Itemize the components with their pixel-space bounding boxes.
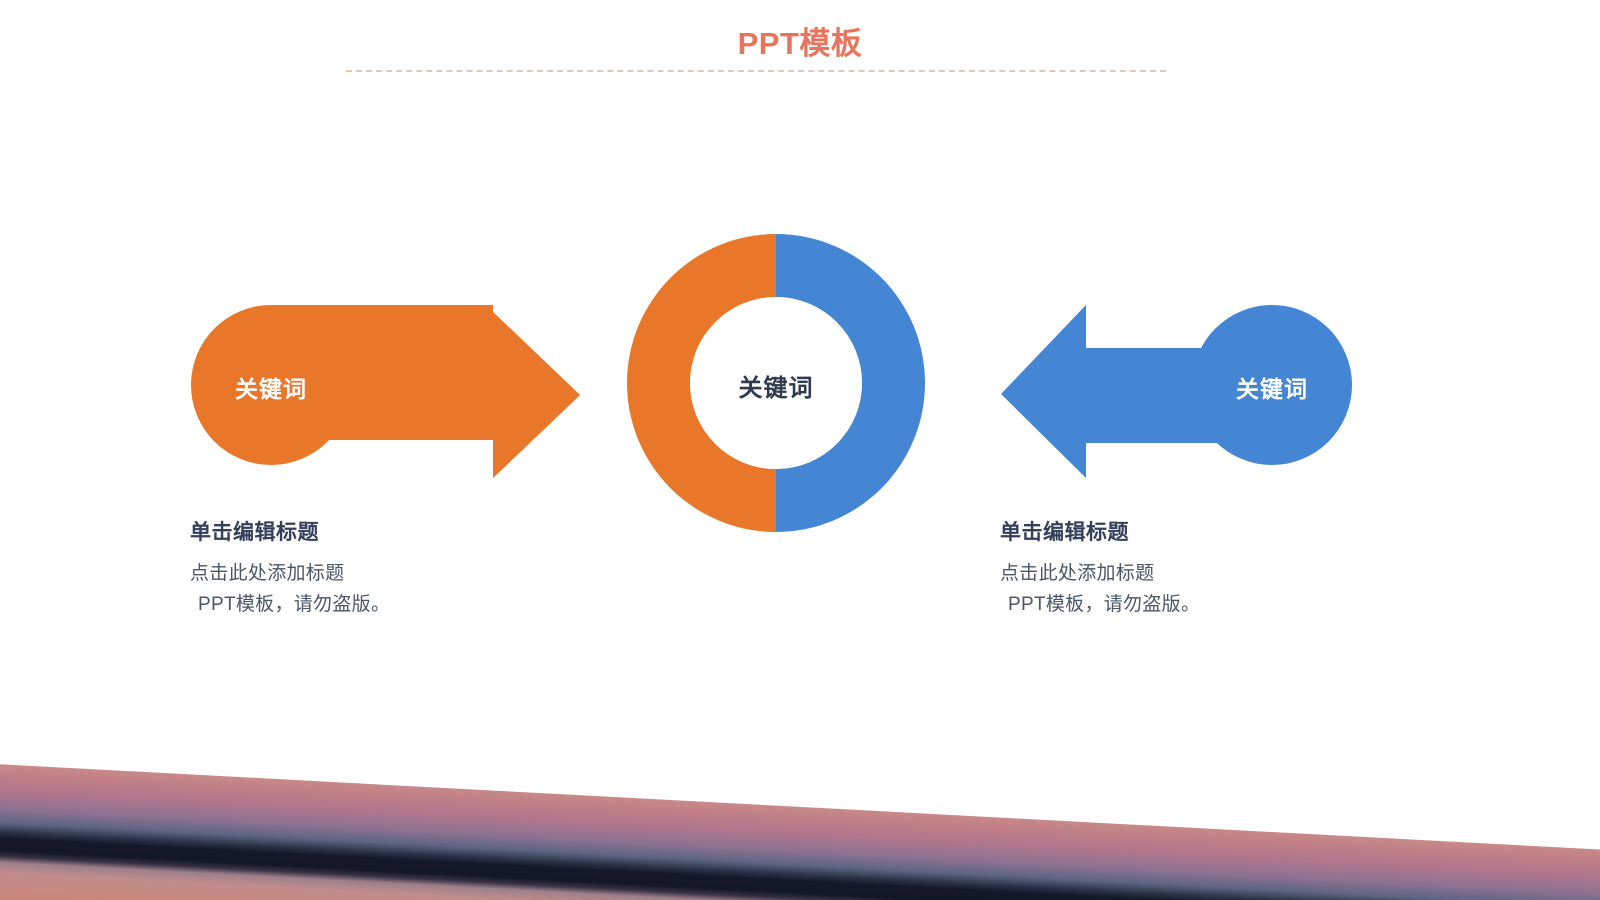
right-node-label: 关键词 <box>1236 376 1308 402</box>
arrow-right-head <box>493 312 580 478</box>
caption-block-right: 单击编辑标题 点击此处添加标题 PPT模板，请勿盗版。 <box>1000 518 1430 620</box>
sunset-landscape-image <box>0 760 1600 900</box>
left-node-label: 关键词 <box>235 376 307 402</box>
caption-block-left: 单击编辑标题 点击此处添加标题 PPT模板，请勿盗版。 <box>190 518 620 620</box>
caption-left-line2: PPT模板，请勿盗版。 <box>198 594 391 615</box>
donut-segment-left <box>627 234 776 532</box>
donut-segment-right <box>776 234 925 532</box>
caption-right-line1: 点击此处添加标题 <box>1000 563 1155 584</box>
title-area: PPT模板 <box>0 0 1600 90</box>
center-donut-chart[interactable] <box>627 234 925 532</box>
title-divider <box>346 70 1166 72</box>
caption-right-heading: 单击编辑标题 <box>1000 521 1129 544</box>
caption-right-line2: PPT模板，请勿盗版。 <box>1008 594 1201 615</box>
right-node-shape[interactable] <box>1001 305 1352 478</box>
caption-left-heading: 单击编辑标题 <box>190 521 319 544</box>
caption-left-line1: 点击此处添加标题 <box>190 563 345 584</box>
footer-decoration-band <box>0 760 1600 900</box>
arrow-left-head <box>1001 305 1086 478</box>
center-node-label: 关键词 <box>738 375 814 402</box>
left-node-shape[interactable] <box>191 305 580 478</box>
arrow-left-shaft-fill <box>1080 348 1276 443</box>
page-title: PPT模板 <box>737 26 863 61</box>
donut-hole <box>690 297 862 469</box>
arrow-right-shaft-fill <box>271 352 497 440</box>
